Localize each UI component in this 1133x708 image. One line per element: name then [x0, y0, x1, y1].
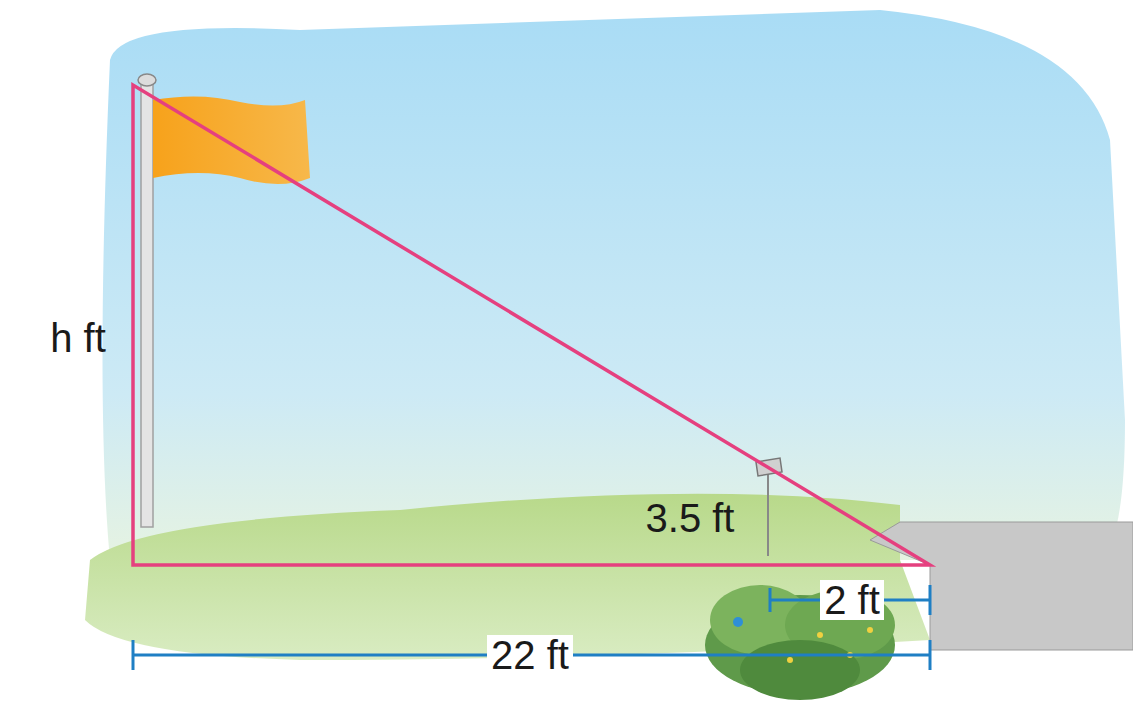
- sidewalk: [870, 522, 1133, 650]
- height-label: h ft: [50, 318, 106, 358]
- dimension-label: 22 ft: [487, 635, 573, 675]
- sky: [103, 10, 1126, 560]
- post: [767, 470, 769, 556]
- dimension-label: 3.5 ft: [646, 498, 735, 538]
- flagpole: [141, 82, 153, 527]
- dimension-label: 2 ft: [820, 580, 884, 620]
- right-triangle: [133, 85, 930, 565]
- pole-cap: [138, 74, 156, 86]
